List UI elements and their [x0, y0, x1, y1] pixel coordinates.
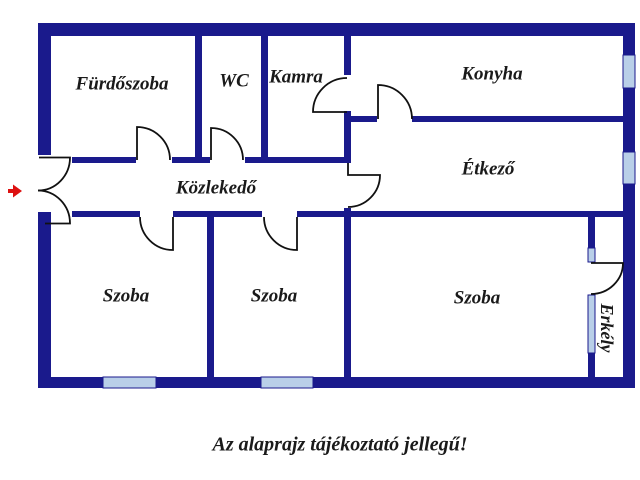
pantry-door-arc — [312, 77, 348, 113]
outer-wall-left-upper — [38, 23, 51, 155]
room2-door-arc — [263, 216, 298, 251]
entrance-arrow-icon — [8, 184, 22, 198]
outer-walls — [38, 23, 635, 388]
room1-door-arc — [139, 216, 174, 251]
pantry-kitchen-divider-lower — [344, 111, 351, 163]
room-label-room3: Szoba — [453, 287, 501, 309]
caption: Az alaprajz tájékoztató jellegű! — [212, 433, 468, 456]
bathroom-wc-divider — [195, 36, 202, 157]
outer-wall-bottom-2 — [156, 377, 261, 388]
outer-wall-right-1 — [623, 23, 635, 55]
balcony-door-arc — [590, 262, 624, 295]
outer-wall-bottom-3 — [313, 377, 635, 388]
outer-wall-bottom-1 — [38, 377, 103, 388]
dining-door-arc — [347, 163, 381, 208]
outer-wall-top — [38, 23, 635, 36]
room1-room2-divider — [207, 217, 214, 377]
room1-window — [102, 376, 157, 389]
dining-window — [622, 151, 636, 185]
hall-top-wall-3 — [245, 157, 350, 163]
hall-bottom-wall-2 — [173, 211, 262, 217]
kitchen-window — [622, 54, 636, 89]
room-label-pantry: Kamra — [269, 66, 323, 88]
room2-room3-divider — [344, 217, 351, 377]
windows — [102, 54, 636, 389]
room-label-room1: Szoba — [102, 285, 150, 307]
hall-top-wall-2 — [172, 157, 210, 163]
wc-pantry-divider — [261, 36, 268, 157]
hall-top-wall-1 — [72, 157, 136, 163]
kitchen-dining-divider-1 — [351, 116, 377, 122]
entrance-door-lower-leaf — [37, 189, 71, 225]
hall-bottom-wall-1 — [72, 211, 140, 217]
entrance-door-upper-leaf — [37, 156, 71, 192]
room-label-hall: Közlekedő — [175, 177, 257, 199]
room-label-wc: WC — [219, 70, 249, 92]
balcony-window-lower — [587, 294, 596, 354]
outer-wall-right-3 — [623, 184, 635, 388]
room-label-dining: Étkező — [461, 158, 515, 180]
kitchen-dining-divider-2 — [412, 116, 635, 122]
bathroom-door-arc — [136, 126, 171, 161]
room2-window — [260, 376, 314, 389]
doors — [136, 77, 624, 295]
wc-door-arc — [210, 127, 244, 161]
room-label-kitchen: Konyha — [461, 63, 523, 85]
room-label-balcony: Erkély — [597, 303, 617, 353]
room3-balcony-divider-lower — [588, 353, 595, 377]
balcony-window-upper — [587, 247, 596, 263]
room3-balcony-divider-upper — [588, 217, 595, 248]
room-label-room2: Szoba — [250, 285, 298, 307]
hall-dining-divider-stub — [344, 208, 351, 217]
room-label-bathroom: Fürdőszoba — [75, 73, 169, 95]
kitchen-door-arc — [377, 84, 413, 120]
hall-bottom-wall-3 — [297, 211, 635, 217]
interior-walls — [72, 36, 635, 388]
outer-wall-left-lower — [38, 212, 51, 388]
entrance-double-door — [37, 156, 71, 225]
pantry-kitchen-divider-upper — [344, 36, 351, 75]
